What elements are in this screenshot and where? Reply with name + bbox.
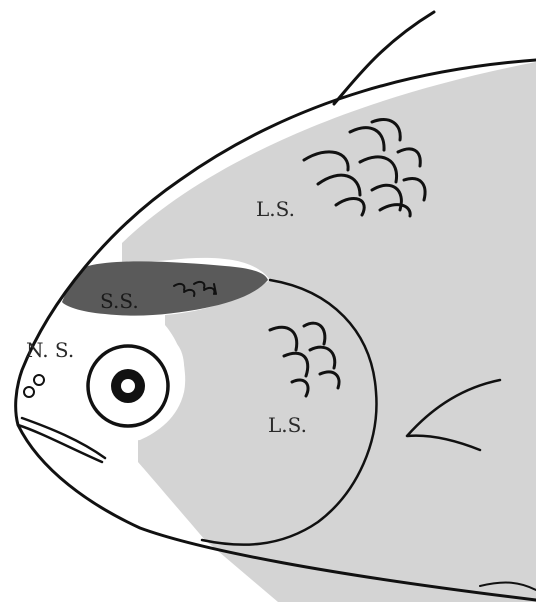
label-ls-upper: L.S. — [256, 197, 295, 221]
label-ns: N. S. — [26, 338, 74, 362]
label-ss: S.S. — [100, 289, 139, 313]
eye-pupil — [121, 379, 135, 393]
nostril-lower — [24, 387, 34, 397]
nostril-upper — [34, 375, 44, 385]
large-scale-region — [122, 62, 536, 602]
label-ls-lower: L.S. — [268, 413, 307, 437]
